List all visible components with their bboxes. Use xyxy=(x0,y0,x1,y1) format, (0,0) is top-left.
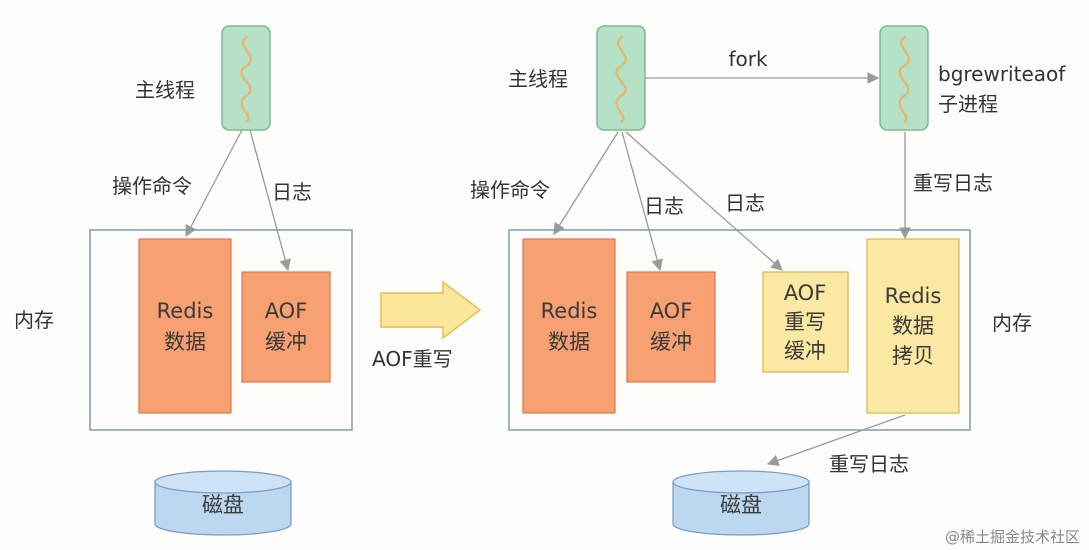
right-aof-buffer-line2: 缓冲 xyxy=(650,330,692,354)
right-op-command-label: 操作命令 xyxy=(470,178,550,202)
child-process-label-line1: bgrewriteaof xyxy=(938,62,1066,86)
right-log-label-2: 日志 xyxy=(725,191,765,215)
right-redis-data-box xyxy=(522,238,616,414)
right-main-thread-icon xyxy=(596,25,646,131)
left-redis-data-line2: 数据 xyxy=(164,330,206,354)
redis-data-copy-line1: Redis xyxy=(885,284,942,308)
left-aof-buffer-line1: AOF xyxy=(265,299,308,323)
right-disk-label: 磁盘 xyxy=(720,493,762,517)
left-op-command-label: 操作命令 xyxy=(112,174,192,198)
left-log-arrow xyxy=(249,129,291,272)
rewrite-log-bottom-label: 重写日志 xyxy=(829,452,909,476)
left-redis-data-box xyxy=(138,238,232,414)
right-log-arrow-2 xyxy=(625,131,783,271)
left-main-thread-icon xyxy=(221,25,271,131)
right-main-thread-label: 主线程 xyxy=(508,67,568,91)
fork-label: fork xyxy=(728,47,768,71)
right-log-label-1: 日志 xyxy=(644,194,684,218)
redis-data-copy-line3: 拷贝 xyxy=(892,344,934,368)
transition-arrow-icon xyxy=(380,280,482,340)
aof-rewrite-buffer-box xyxy=(762,271,849,373)
watermark: @稀土掘金技术社区 xyxy=(945,528,1080,546)
left-disk-label: 磁盘 xyxy=(202,493,244,517)
left-memory-frame xyxy=(89,229,353,431)
aof-rewrite-buffer-line1: AOF xyxy=(784,281,827,305)
child-process-label-line2: 子进程 xyxy=(938,92,998,116)
redis-data-copy-box xyxy=(866,238,960,414)
right-redis-data-line1: Redis xyxy=(541,299,598,323)
right-aof-buffer-box xyxy=(626,271,716,383)
transition-label: AOF重写 xyxy=(372,347,453,371)
left-aof-buffer-box xyxy=(241,271,331,383)
left-log-label: 日志 xyxy=(272,180,312,204)
redis-data-copy-line2: 数据 xyxy=(892,314,934,338)
child-process-icon xyxy=(879,25,929,131)
right-log-arrow-1 xyxy=(621,131,663,272)
left-op-command-arrow xyxy=(185,129,243,238)
left-redis-data-line1: Redis xyxy=(157,299,214,323)
left-aof-buffer-line2: 缓冲 xyxy=(265,330,307,354)
right-op-command-arrow xyxy=(553,131,619,235)
right-memory-label: 内存 xyxy=(992,311,1032,335)
left-disk xyxy=(154,470,292,536)
rewrite-log-top-label: 重写日志 xyxy=(913,171,993,195)
right-redis-data-line2: 数据 xyxy=(548,330,590,354)
right-memory-frame xyxy=(508,229,971,431)
rewrite-log-bottom-arrow xyxy=(766,414,906,466)
left-memory-label: 内存 xyxy=(14,308,54,332)
right-aof-buffer-line1: AOF xyxy=(650,299,693,323)
aof-rewrite-buffer-line3: 缓冲 xyxy=(784,339,826,363)
left-main-thread-label: 主线程 xyxy=(135,78,195,102)
right-disk xyxy=(672,470,810,536)
aof-rewrite-buffer-line2: 重写 xyxy=(784,310,826,334)
